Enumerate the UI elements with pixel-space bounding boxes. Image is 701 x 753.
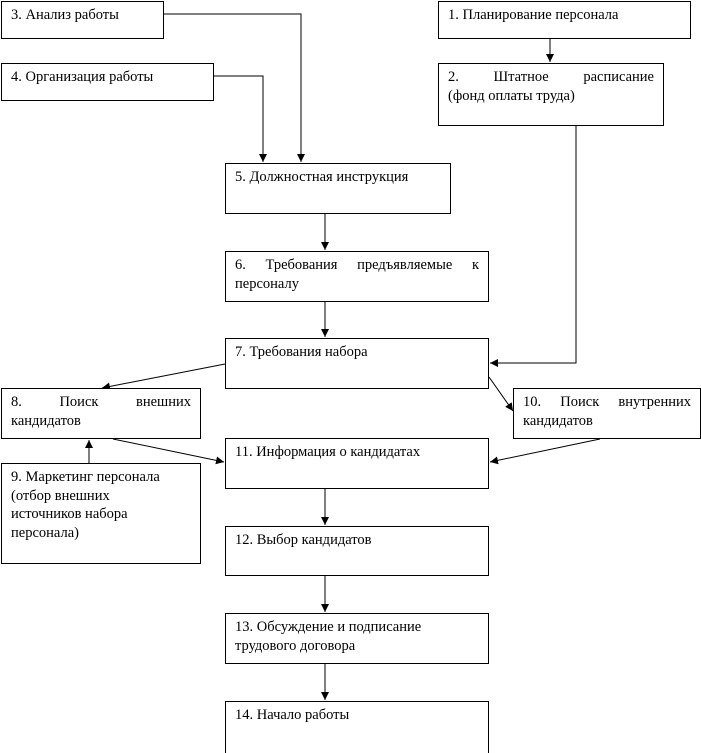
node-work-organization-line-1: 4. Организация работы: [11, 69, 154, 85]
node-recruitment-requirements-line-1: 7. Требования набора: [235, 344, 368, 360]
node-candidate-information: 11. Информация о кандидатах: [225, 438, 489, 489]
node-personnel-requirements-line-2: персоналу: [235, 275, 299, 292]
node-personnel-marketing: 9. Маркетинг персонала (отбор внешних ис…: [1, 463, 201, 564]
node-candidate-information-line-1: 11. Информация о кандидатах: [235, 444, 421, 460]
node-job-analysis: 3. Анализ работы: [1, 1, 164, 39]
node-staff-schedule-line-2: (фонд оплаты труда): [448, 87, 575, 104]
node-internal-search-line-1: 10. Поиск внутренних: [523, 394, 691, 410]
arrow-n10-to-n11: [489, 438, 601, 465]
node-job-analysis-line-1: 3. Анализ работы: [11, 7, 119, 23]
node-contract-signing-line-1: 13. Обсуждение и подписание: [235, 619, 422, 635]
node-internal-search-line-2: кандидатов: [523, 412, 593, 429]
node-job-description: 5. Должностная инструкция: [225, 163, 451, 214]
node-start-work: 14. Начало работы: [225, 701, 489, 753]
arrow-n7-to-n8: [101, 363, 226, 391]
node-candidate-selection-line-1: 12. Выбор кандидатов: [235, 532, 372, 548]
node-staff-schedule: 2. Штатное расписание (фонд оплаты труда…: [438, 63, 664, 126]
node-personnel-marketing-line-3: источников набора: [11, 506, 128, 522]
node-personnel-requirements: 6. Требования предъявляемые к персоналу: [225, 251, 489, 302]
node-contract-signing: 13. Обсуждение и подписание трудового до…: [225, 613, 489, 664]
node-staff-schedule-line-1: 2. Штатное расписание: [448, 69, 654, 85]
node-external-search-line-2: кандидатов: [11, 412, 81, 429]
arrow-n4-to-n5: [214, 75, 267, 162]
node-contract-signing-line-2: трудового договора: [235, 637, 356, 654]
node-start-work-line-1: 14. Начало работы: [235, 707, 350, 723]
node-external-search-line-1: 8. Поиск внешних: [11, 394, 191, 410]
arrow-n7-to-n10: [488, 376, 514, 412]
node-internal-search: 10. Поиск внутренних кандидатов: [513, 388, 701, 439]
node-personnel-marketing-line-2: (отбор внешних: [11, 487, 110, 504]
node-personnel-marketing-line-1: 9. Маркетинг персонала: [11, 469, 160, 485]
node-external-search: 8. Поиск внешних кандидатов: [1, 388, 201, 439]
arrow-n8-to-n11: [112, 438, 225, 465]
node-personnel-planning-line-1: 1. Планирование персонала: [448, 7, 619, 23]
node-personnel-marketing-line-4: персонала): [11, 524, 79, 541]
node-job-description-line-1: 5. Должностная инструкция: [235, 169, 409, 185]
node-work-organization: 4. Организация работы: [1, 63, 214, 101]
node-recruitment-requirements: 7. Требования набора: [225, 338, 489, 389]
node-personnel-requirements-line-1: 6. Требования предъявляемые к: [235, 257, 479, 273]
arrow-n3-to-n5: [164, 13, 305, 162]
node-candidate-selection: 12. Выбор кандидатов: [225, 526, 489, 576]
node-personnel-planning: 1. Планирование персонала: [438, 1, 691, 39]
arrow-n2-to-n7: [490, 126, 577, 367]
